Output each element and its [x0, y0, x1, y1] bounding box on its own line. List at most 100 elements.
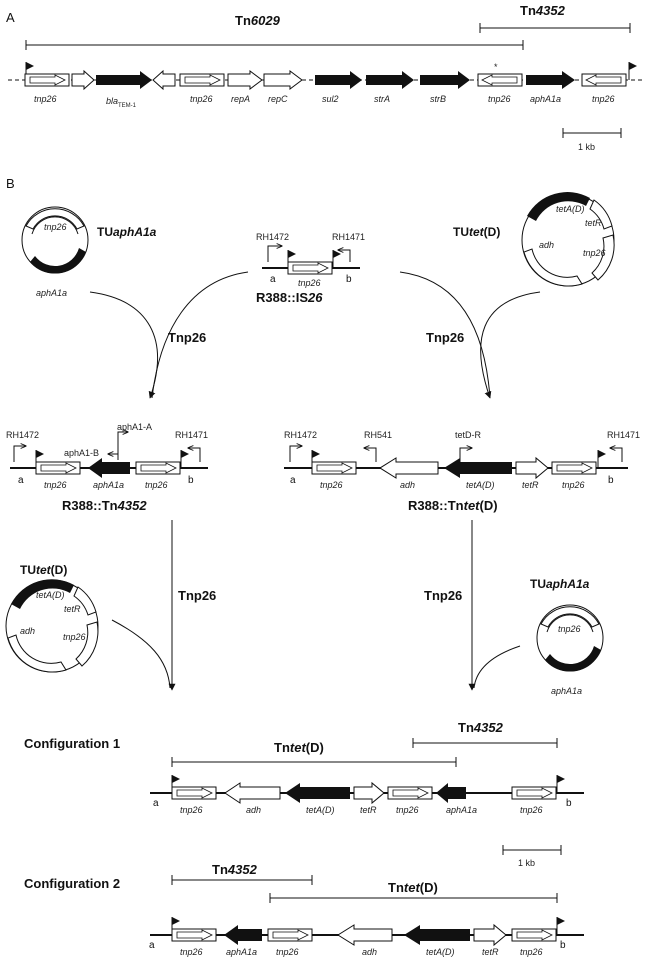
gene-label: tnp26	[190, 94, 213, 104]
primer-right: RH1471	[332, 232, 365, 242]
aphA1a-gene	[88, 458, 130, 478]
tnp26-gene	[171, 928, 217, 942]
gene-label: adh	[246, 805, 261, 815]
aphA1a-gene	[526, 71, 575, 89]
aphA1a-gene	[436, 783, 466, 803]
primer-label: RH1472	[6, 430, 39, 440]
enzyme-label: Tnp26	[178, 588, 216, 603]
gene-label: tetA(D)	[466, 480, 495, 490]
tnp26-gene	[24, 73, 70, 87]
end-b: b	[566, 798, 572, 809]
adh-gene	[379, 457, 439, 479]
tu-tet-tnp-label: tnp26	[583, 248, 606, 258]
primer-left: RH1472	[256, 232, 289, 242]
primer-label: RH541	[364, 430, 392, 440]
tu-tet-title: TUtet(D)	[453, 225, 500, 239]
gene-label: tetA(D)	[426, 947, 455, 957]
orf-arrow-left	[152, 69, 176, 91]
repC-gene	[263, 70, 303, 90]
primer-arrow	[289, 446, 302, 462]
gene-label: tetR	[360, 805, 377, 815]
gene-label: tnp26	[145, 480, 168, 490]
gene-label: tnp26	[520, 947, 543, 957]
tu-tet-plasmid	[5, 579, 99, 673]
gene-label: tnp26	[488, 94, 511, 104]
gene-label: aphA1a	[446, 805, 477, 815]
tu-tet-adh-label: adh	[20, 626, 35, 636]
tu-tet-tnp-label: tnp26	[63, 632, 86, 642]
end-a: a	[149, 940, 155, 951]
tnp26-gene	[287, 261, 333, 275]
end-a: a	[153, 798, 159, 809]
tnp26-gene	[581, 73, 627, 87]
gene-label: strB	[430, 94, 446, 104]
gene-label: repA	[231, 94, 250, 104]
tnp26-gene	[477, 73, 523, 87]
strA-gene	[366, 71, 414, 89]
primer-label: RH1471	[175, 430, 208, 440]
tu-tet-plasmid	[521, 192, 615, 287]
reaction-arrow	[480, 291, 541, 399]
enzyme-label: Tnp26	[168, 330, 206, 345]
adh-gene	[224, 782, 281, 804]
primer-arrow	[338, 250, 351, 262]
primer-arrow	[188, 448, 201, 462]
tnp26-gene	[551, 461, 597, 475]
tnp26-gene	[35, 461, 81, 475]
primer-arrow	[610, 448, 623, 462]
r388-tntet-name: R388::Tntet(D)	[408, 498, 498, 513]
tu-aph-title: TUaphA1a	[97, 225, 157, 239]
repA-gene	[227, 70, 263, 90]
tnp26-gene	[511, 928, 557, 942]
sul2-gene	[315, 71, 362, 89]
primer-arrow	[459, 448, 472, 462]
strB-gene	[420, 71, 470, 89]
tnp26-gene	[511, 786, 557, 800]
gene-label: tnp26	[320, 480, 343, 490]
tnp26-gene	[387, 786, 433, 800]
gene-label: adh	[362, 947, 377, 957]
tnp26-gene	[311, 461, 357, 475]
config1-tn4352-label: Tn4352	[458, 720, 504, 735]
adh-gene	[337, 924, 393, 946]
tu-aph-gene-label: aphA1a	[551, 686, 582, 696]
end-b: b	[346, 274, 352, 285]
panel-label-a: A	[6, 10, 15, 25]
tu-tet-tetR-label: tetR	[64, 604, 81, 614]
primer-label: aphA1-A	[117, 422, 152, 432]
bla-gene	[96, 71, 152, 89]
end-b: b	[560, 940, 566, 951]
tnp26-gene	[135, 461, 181, 475]
gene-label: tetR	[522, 480, 539, 490]
gene-label: tnp26	[396, 805, 419, 815]
gene-label: tnp26	[180, 947, 203, 957]
config2-tn4352-label: Tn4352	[212, 862, 258, 877]
star-mark: *	[494, 62, 498, 72]
tetR-gene	[473, 923, 507, 947]
reaction-arrow	[89, 291, 158, 399]
tu-aph-tnp-label: tnp26	[558, 624, 581, 634]
gene-label: blaTEM-1	[106, 96, 137, 109]
tu-aph-title: TUaphA1a	[530, 577, 590, 591]
tu-tet-title: TUtet(D)	[20, 563, 67, 577]
r388-tn4352-name: R388::Tn4352	[62, 498, 147, 513]
gene-label: aphA1a	[226, 947, 257, 957]
gene-label: tnp26	[276, 947, 299, 957]
tu-tet-tetA-label: tetA(D)	[556, 204, 585, 214]
gene-label: tnp26	[592, 94, 615, 104]
tu-tet-adh-label: adh	[539, 240, 554, 250]
primer-arrow	[364, 448, 377, 462]
ir-flag-icon	[628, 61, 638, 81]
label-tn4352-a: Tn4352	[520, 3, 566, 18]
gene-label: tetR	[482, 947, 499, 957]
gene-label: tnp26	[44, 480, 67, 490]
tu-aphA1a-plasmid	[21, 206, 89, 274]
primer-label: aphA1-B	[64, 448, 99, 458]
tnp26-gene	[171, 786, 217, 800]
enzyme-label: Tnp26	[424, 588, 462, 603]
tnp26-gene	[267, 928, 313, 942]
scale-label-a: 1 kb	[578, 142, 595, 152]
end-b: b	[608, 475, 614, 486]
tetR-gene	[515, 456, 549, 480]
